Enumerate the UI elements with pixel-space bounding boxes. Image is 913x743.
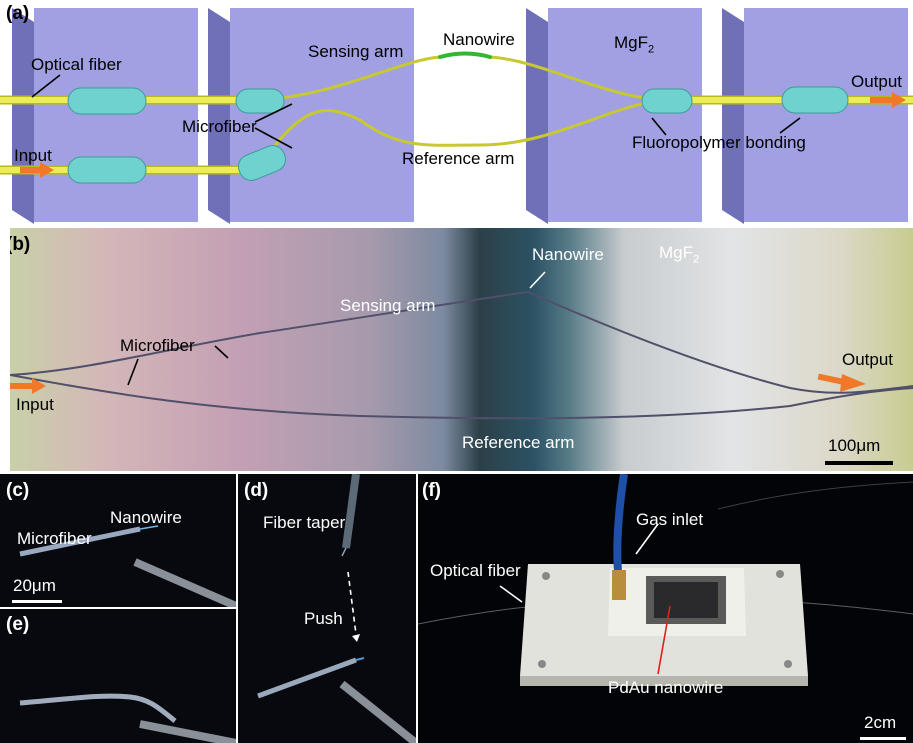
d-push-label: Push — [304, 609, 343, 628]
pdau-pointer — [657, 605, 671, 675]
panel-c-features — [12, 525, 236, 607]
mgf2-substrate-blocks — [12, 8, 908, 224]
f-scale-bar-label: 2cm — [864, 713, 897, 732]
panel-e: (e) — [0, 609, 236, 743]
optical-fiber-label: Optical fiber — [31, 55, 122, 74]
nanowire-label: Nanowire — [443, 30, 515, 49]
gas-tube — [613, 474, 628, 573]
annotation-pointers — [31, 74, 801, 149]
b-output-label: Output — [842, 350, 894, 369]
c-scale-bar — [12, 600, 62, 603]
output-label: Output — [851, 72, 903, 91]
mgf2-label: MgF2 — [614, 33, 654, 55]
b-sensing-arm-label: Sensing arm — [340, 296, 436, 315]
microfiber-traces — [10, 291, 913, 420]
panel-d-label: (d) — [244, 480, 269, 501]
microfiber-label: Microfiber — [182, 117, 257, 136]
schematic-drawing — [0, 8, 913, 224]
c-nanowire-label: Nanowire — [110, 508, 182, 527]
b-input-label: Input — [16, 395, 54, 414]
panel-f-label: (f) — [422, 480, 441, 501]
panel-d-features — [257, 474, 416, 743]
b-pointers — [529, 271, 546, 289]
b-scale-bar-label: 100μm — [828, 436, 881, 455]
panel-e-label: (e) — [6, 614, 30, 635]
panel-f: (f) Gas inlet Optical fiber PdAu nanowir… — [418, 474, 913, 743]
f-gas-inlet-label: Gas inlet — [636, 510, 704, 529]
b-microfiber-label: Microfiber — [120, 336, 195, 355]
fluoropolymer-bonding-capsules — [67, 86, 849, 184]
panel-c-label: (c) — [6, 480, 30, 501]
input-label: Input — [14, 146, 52, 165]
b-reference-arm-label: Reference arm — [462, 433, 575, 452]
panel-a: (a) Optical fiber Sensing arm Nanowire M… — [0, 0, 913, 226]
b-mgf2-label: MgF2 — [659, 243, 699, 265]
panel-a-label: (a) — [6, 3, 30, 24]
f-scale-bar — [860, 737, 906, 740]
micrograph-features — [10, 271, 913, 465]
b-mgf2-text: MgF — [659, 243, 693, 262]
reference-arm-label: Reference arm — [402, 149, 515, 168]
fluoropolymer-bonding-label: Fluoropolymer bonding — [632, 133, 806, 152]
panel-e-features — [19, 693, 236, 743]
b-direction-arrows — [10, 373, 866, 394]
gas-fitting — [612, 570, 626, 600]
d-fiber-taper-label: Fiber taper — [263, 513, 346, 532]
gas-cell-device — [520, 564, 808, 686]
b-mgf2-subscript: 2 — [693, 253, 700, 266]
mgf2-text: MgF — [614, 33, 648, 52]
c-microfiber-label: Microfiber — [17, 529, 92, 548]
light-direction-arrows — [20, 92, 906, 178]
mgf2-subscript: 2 — [648, 43, 655, 56]
b-nanowire-label: Nanowire — [532, 245, 604, 264]
panel-b: (b) Nanowire MgF2 Sensing arm Microfiber… — [10, 228, 913, 471]
panel-b-label: (b) — [10, 234, 31, 255]
c-scale-bar-label: 20μm — [13, 576, 56, 595]
sensing-arm-label: Sensing arm — [308, 42, 404, 61]
scale-bar-100um — [825, 461, 893, 465]
f-optical-fiber-label: Optical fiber — [430, 561, 521, 580]
f-pdau-nanowire-label: PdAu nanowire — [608, 678, 724, 697]
panel-f-features — [418, 474, 913, 740]
panel-c: (c) Nanowire Microfiber 20μm — [0, 474, 236, 607]
panel-d: (d) Fiber taper Push — [238, 474, 416, 743]
